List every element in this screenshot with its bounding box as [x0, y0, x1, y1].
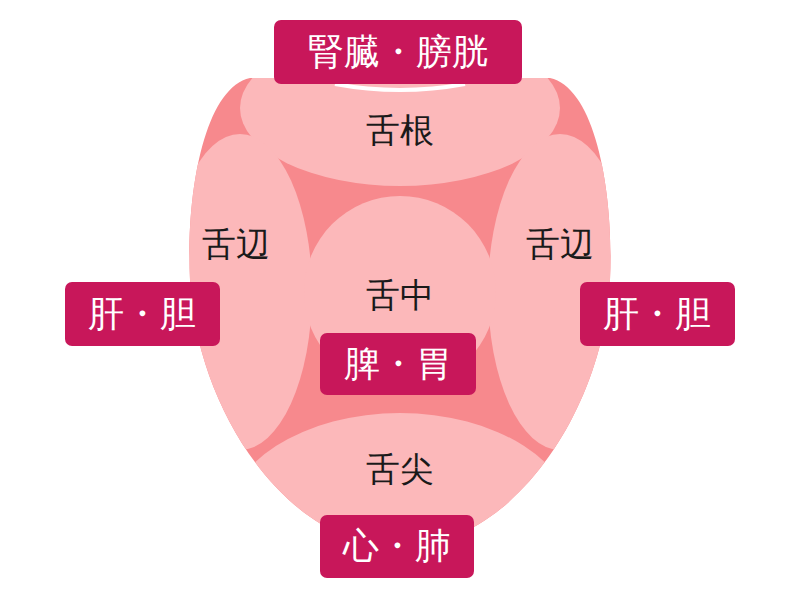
- region-name: 舌辺: [202, 225, 270, 264]
- organ-label: 腎臓・膀胱: [274, 20, 522, 84]
- organ-name: 肝・胆: [88, 293, 196, 334]
- organ-label: 肝・胆: [580, 282, 735, 346]
- organ-label: 心・肺: [320, 515, 474, 578]
- organ-name: 腎臓・膀胱: [308, 31, 488, 72]
- tip-region: [225, 413, 575, 600]
- region-label: 舌根: [362, 109, 438, 152]
- region-label: 舌辺: [198, 223, 274, 266]
- region-name: 舌尖: [366, 450, 434, 489]
- organ-name: 肝・胆: [603, 293, 711, 334]
- organ-label: 脾・胃: [320, 333, 476, 395]
- region-name: 舌辺: [526, 225, 594, 264]
- region-label: 舌辺: [522, 223, 598, 266]
- region-name: 舌根: [366, 111, 434, 150]
- organ-name: 心・肺: [343, 525, 451, 566]
- organ-label: 肝・胆: [65, 282, 220, 346]
- tongue-top-highlight: [335, 84, 465, 90]
- region-name: 舌中: [366, 276, 434, 315]
- organ-name: 脾・胃: [344, 343, 452, 384]
- region-label: 舌尖: [362, 448, 438, 491]
- region-label: 舌中: [362, 274, 438, 317]
